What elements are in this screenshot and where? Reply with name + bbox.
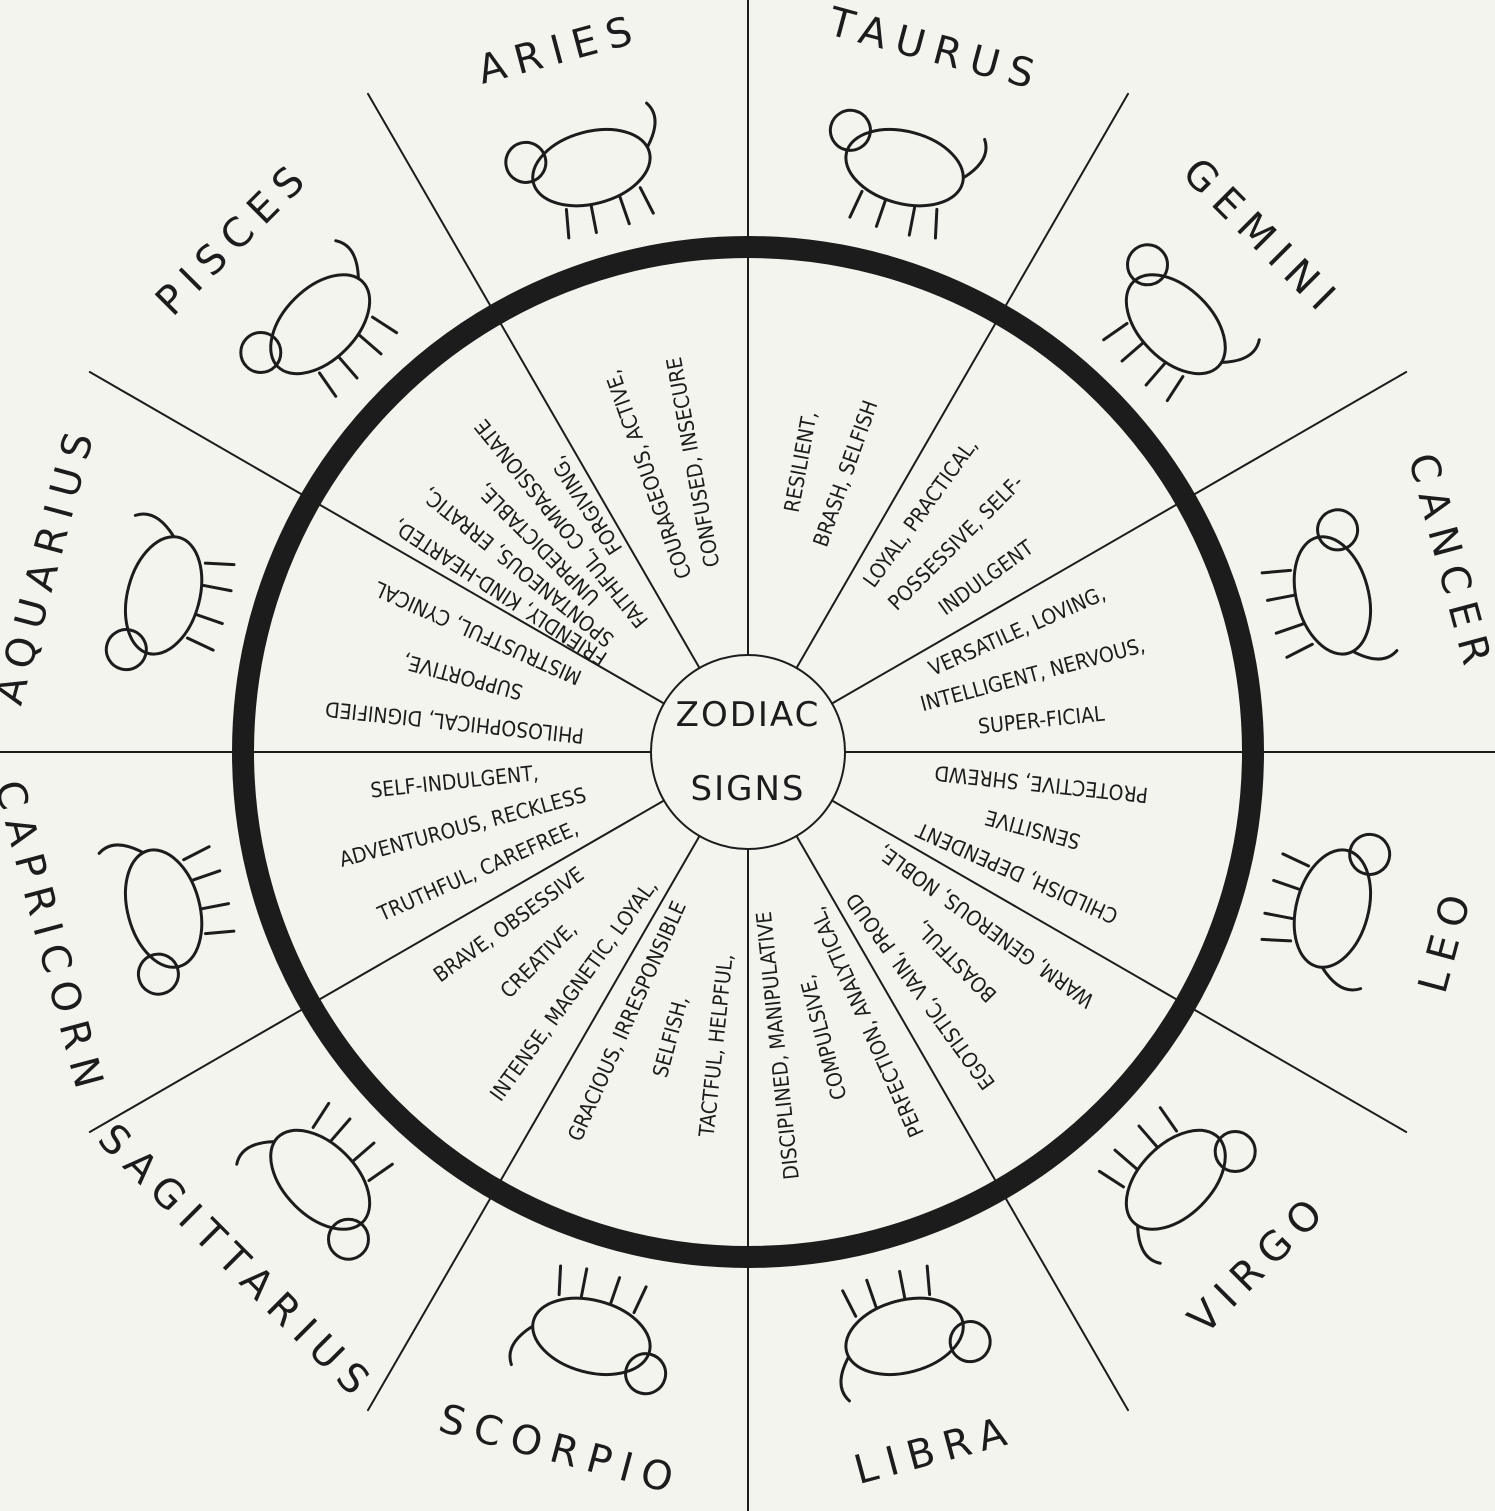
sign-illustration-cancer [1249,504,1398,684]
trait-cancer-2: SUPER-FICIAL [977,702,1106,739]
trait-aquarius-0: PHILOSOPHICAL, DIGNIFIED [324,697,585,748]
sign-illustration-aries [500,102,680,251]
trait-leo-1: SENSITIVE [982,805,1082,853]
sign-illustration-aquarius [96,511,245,691]
trait-taurus-0: RESILIENT, [780,409,822,514]
sign-name-virgo: VIRGO [1180,1184,1339,1343]
trait-leo-0: PROTECTIVE, SHREWD [933,761,1149,807]
center-title-line2: SIGNS [691,769,806,809]
sign-illustration-taurus [809,100,989,249]
trait-capricorn-2: SELF-INDULGENT, [369,761,540,803]
sign-name-capricorn: CAPRICORN [0,776,114,1103]
sign-illustration-capricorn [98,820,247,1000]
center-title-line1: ZODIAC [676,695,821,735]
trait-cancer-1: INTELLIGENT, NERVOUS, [918,633,1148,716]
sign-name-leo: LEO [1410,881,1483,998]
sign-name-cancer: CANCER [1399,449,1495,679]
sign-illustration-leo [1251,813,1400,993]
sign-illustration-libra [816,1253,996,1402]
sign-name-aquarius: AQUARIUS [0,418,105,709]
sign-name-gemini: GEMINI [1174,149,1351,326]
trait-libra-2: DISCIPLINED, MANIPULATIVE [752,910,804,1180]
sign-name-taurus: TAURUS [823,0,1049,101]
sign-name-libra: LIBRA [849,1407,1020,1494]
trait-scorpio-0: TACTFUL, HELPFUL, [695,953,738,1139]
sign-name-scorpio: SCORPIO [434,1396,687,1505]
sign-illustration-scorpio [507,1255,687,1404]
inner-ring [651,655,845,849]
sign-name-aries: ARIES [473,6,647,94]
trait-scorpio-1: SELFISH, [648,993,693,1079]
